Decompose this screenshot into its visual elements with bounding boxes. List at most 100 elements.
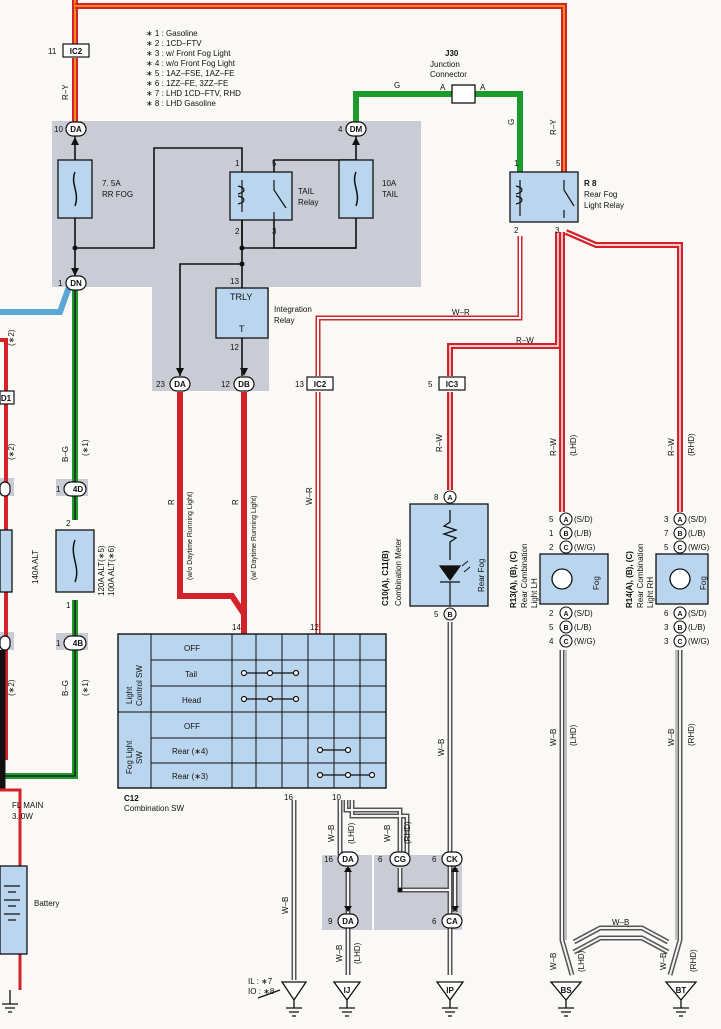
lh-lb-2: (L/B) (574, 623, 592, 632)
wire-wb-10b: W–B (383, 825, 392, 842)
conn-ic2-top: IC2 (70, 47, 83, 56)
r8-name: Rear Fog (584, 190, 617, 199)
combination-switch (117, 633, 387, 789)
j30-id: J30 (445, 49, 459, 58)
combination-sw-name: Combination SW (124, 804, 184, 813)
tail-pin-3: 3 (272, 227, 277, 236)
wire-g (353, 91, 523, 172)
lh-wg: (W/G) (574, 543, 596, 552)
sw-pin-10: 10 (332, 793, 341, 802)
tail-relay-label-2: Relay (298, 198, 318, 207)
pin-lh-b2: B (563, 625, 568, 632)
led-rays-icon (461, 560, 471, 573)
fog-lh-label: Fog (592, 576, 601, 590)
wire-wr (315, 236, 523, 634)
alt120-label: 120A ALT(∗5) (97, 545, 106, 596)
wire-ry-1: R–Y (61, 84, 70, 100)
pin-lh-c2: C (563, 639, 568, 646)
pin-rh-c: C (677, 545, 682, 552)
r13-name: Rear Combination (520, 544, 529, 608)
rear-fog-relay-switch-icon (563, 180, 575, 218)
note-5: ∗ 5 : 1AZ–FSE, 1AZ–FE (146, 69, 235, 78)
alt140-label: 140A ALT (31, 550, 40, 584)
conn-dm: DM (350, 125, 363, 134)
fog-rh-label: Fog (699, 576, 708, 590)
rhd-2: (RHD) (687, 723, 696, 746)
j30-name-2: Connector (430, 70, 467, 79)
wire-r (177, 392, 247, 634)
pin-rh-b2: B (677, 625, 682, 632)
junction-connector-box (451, 84, 476, 104)
rear-combination-lh-box (539, 553, 609, 605)
wire-wr-1: W–R (452, 308, 470, 317)
lhd-3: (LHD) (347, 822, 356, 844)
sw-row-off-2: OFF (184, 722, 200, 731)
j30-pin-a: A (440, 83, 446, 92)
pin-13-ic2: 13 (295, 380, 304, 389)
conn-db-12: DB (238, 380, 250, 389)
r8-pin-3: 3 (555, 226, 560, 235)
rear-fog-relay-coil-icon (515, 180, 523, 216)
sw-row-tail: Tail (185, 670, 197, 679)
note-1: ∗ 1 : Gasoline (146, 29, 198, 38)
pin-6-ca: 6 (432, 917, 437, 926)
rh-pin-3: 3 (664, 515, 669, 524)
components (0, 84, 709, 955)
fog-lamp-rh-icon (669, 568, 691, 590)
lh-pin-2: 2 (549, 543, 554, 552)
combination-meter-box (409, 503, 489, 607)
r14-id: R14(A), (B), (C) (625, 551, 634, 608)
wire-ry (72, 0, 567, 172)
note-8: ∗ 8 : LHD Gasoline (146, 99, 216, 108)
sw-row-rear4: Rear (∗4) (172, 747, 208, 756)
ir-pin-13: 13 (230, 277, 239, 286)
pin-rh-c2: C (677, 639, 682, 646)
star2-a: (∗2) (7, 329, 16, 346)
lh-pin-1: 1 (549, 529, 554, 538)
tail-pin-2: 2 (235, 227, 240, 236)
pin-6-cg: 6 (378, 855, 383, 864)
fuse-rrfog-rating: 7. 5A (102, 179, 121, 188)
rh-pin-3b: 3 (664, 623, 669, 632)
drl-note-2: (w/ Daytime Running Light) (251, 496, 258, 580)
note-6: ∗ 6 : 1ZZ–FE, 3ZZ–FE (146, 79, 228, 88)
rhd-3: (RHD) (403, 821, 412, 844)
wire-wb-lhd: W–B (549, 729, 558, 746)
component-labels: 7. 5A RR FOG 10A TAIL TAIL Relay TRLY T … (12, 49, 708, 996)
pin-12-db: 12 (221, 380, 230, 389)
conn-4b: 4B (73, 639, 83, 648)
r13-name-2: Light LH (530, 578, 539, 608)
pin-numbers: 11 10 4 1 23 12 13 5 1 5 2 3 1 5 2 3 13 … (48, 47, 669, 926)
led-icon (438, 565, 462, 606)
connector-boxes (0, 43, 466, 405)
pin-1-4d: 1 (56, 485, 61, 494)
meter-pin-5: 5 (434, 610, 439, 619)
wire-labels: R–Y R–Y G G A A W–R W–R R–W R–W R R (w/o… (7, 81, 710, 972)
wire-r-2: R (231, 499, 240, 505)
wire-wb-10a: W–B (327, 825, 336, 842)
integration-relay-label-2: Relay (274, 316, 294, 325)
alt-fuse-icon (72, 539, 78, 583)
conn-da-9: DA (342, 917, 354, 926)
meter-name: Combination Meter (394, 538, 403, 606)
notes-block: ∗ 1 : Gasoline ∗ 2 : 1CD–FTV ∗ 3 : w/ Fr… (146, 29, 241, 108)
rhd-5: (RHD) (689, 949, 698, 972)
ground-bs: BS (560, 986, 572, 995)
pin-16: 16 (324, 855, 333, 864)
wire-g-2: G (507, 119, 516, 125)
sw-row-head: Head (182, 696, 201, 705)
pin-10: 10 (54, 125, 63, 134)
pin-5-ic3: 5 (428, 380, 433, 389)
j30-pin-b: A (480, 83, 486, 92)
pin-circles (443, 490, 687, 648)
alt140-box (0, 529, 13, 593)
r14-name: Rear Combination (636, 544, 645, 608)
light-control-sw-label: Light (125, 686, 134, 704)
wire-wb-cross: W–B (612, 918, 629, 927)
wire-wr-2: W–R (305, 487, 314, 505)
ir-pin-12: 12 (230, 343, 239, 352)
wire-rw-2: R–W (435, 434, 444, 452)
sw-pin-14: 14 (232, 623, 241, 632)
